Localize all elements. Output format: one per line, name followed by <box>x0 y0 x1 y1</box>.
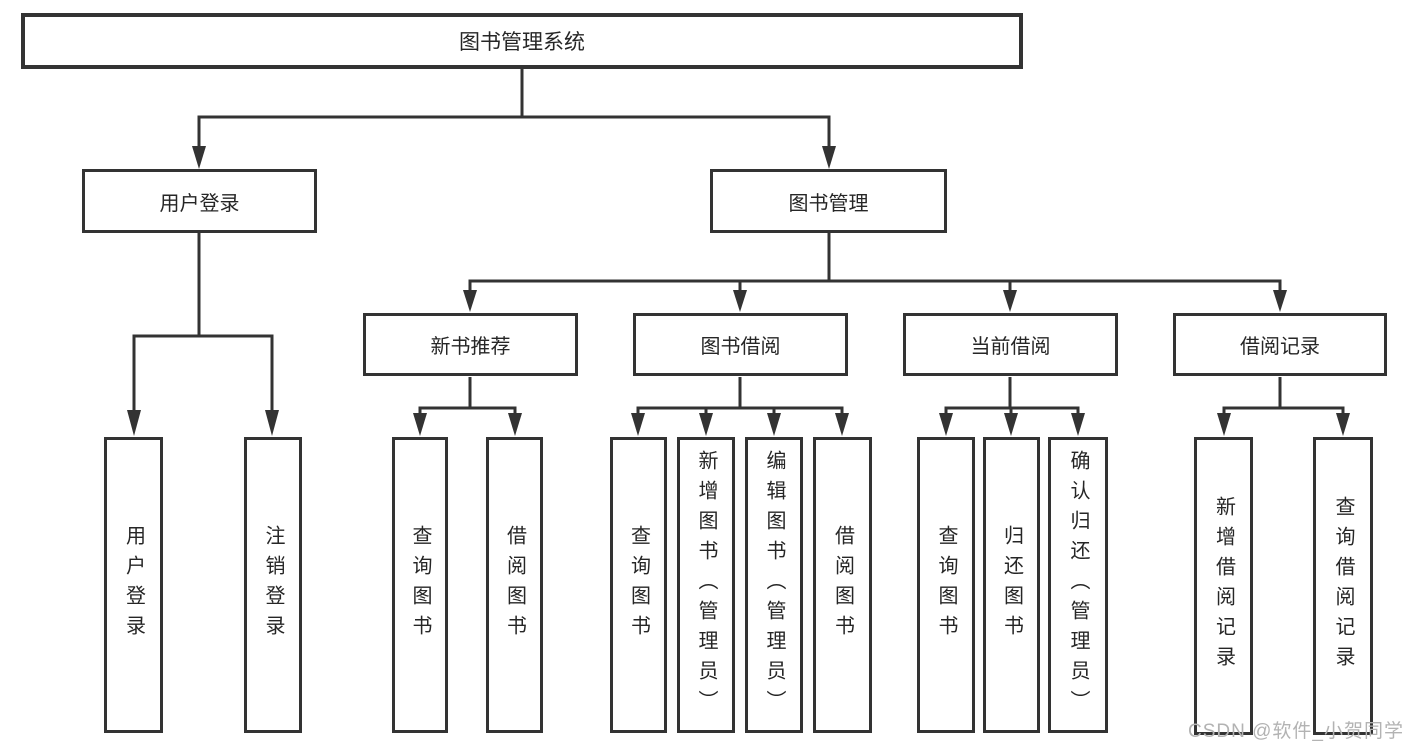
leaf-query-books-1: 查询图书 <box>392 437 448 733</box>
leaf-query-books-3: 查询图书 <box>917 437 975 733</box>
leaf-confirm-return-admin-label: 确认归还（管理员） <box>1067 450 1089 720</box>
node-borrowing-records: 借阅记录 <box>1173 313 1387 376</box>
leaf-add-borrow-record: 新增借阅记录 <box>1194 437 1253 735</box>
leaf-borrow-books-1-label: 借阅图书 <box>503 525 526 645</box>
node-book-borrowing: 图书借阅 <box>633 313 848 376</box>
leaf-logout: 注销登录 <box>244 437 302 733</box>
node-library-system: 图书管理系统 <box>21 13 1023 69</box>
leaf-logout-label: 注销登录 <box>262 525 284 645</box>
leaf-query-books-2-label: 查询图书 <box>627 525 650 645</box>
arrowheads <box>127 146 1350 436</box>
leaf-query-books-2: 查询图书 <box>610 437 667 733</box>
node-user-login-label: 用户登录 <box>159 192 240 215</box>
leaf-edit-books-admin-label: 编辑图书（管理员） <box>763 450 785 720</box>
node-book-borrowing-label: 图书借阅 <box>700 336 781 358</box>
leaf-query-books-1-label: 查询图书 <box>409 525 431 645</box>
leaf-add-books-admin-label: 新增图书（管理员） <box>695 450 717 720</box>
leaf-borrow-books-1: 借阅图书 <box>486 437 543 733</box>
node-book-management-label: 图书管理 <box>788 192 869 215</box>
leaf-add-borrow-record-label: 新增借阅记录 <box>1212 496 1235 676</box>
node-book-management: 图书管理 <box>710 169 947 233</box>
leaf-return-books: 归还图书 <box>983 437 1040 733</box>
leaf-query-borrow-record: 查询借阅记录 <box>1313 437 1373 735</box>
node-borrowing-records-label: 借阅记录 <box>1240 336 1320 358</box>
leaf-query-borrow-record-label: 查询借阅记录 <box>1332 496 1354 676</box>
leaf-confirm-return-admin: 确认归还（管理员） <box>1048 437 1108 733</box>
leaf-edit-books-admin: 编辑图书（管理员） <box>745 437 803 733</box>
leaf-user-login-label: 用户登录 <box>122 525 145 645</box>
leaf-return-books-label: 归还图书 <box>1000 525 1023 645</box>
leaf-borrow-books-2-label: 借阅图书 <box>831 525 854 645</box>
leaf-borrow-books-2: 借阅图书 <box>813 437 872 733</box>
node-new-book-recommend-label: 新书推荐 <box>430 336 511 358</box>
node-user-login: 用户登录 <box>82 169 317 233</box>
node-current-borrowing: 当前借阅 <box>903 313 1118 376</box>
node-current-borrowing-label: 当前借阅 <box>970 336 1051 358</box>
leaf-add-books-admin: 新增图书（管理员） <box>677 437 735 733</box>
node-library-system-label: 图书管理系统 <box>459 31 585 54</box>
csdn-watermark: CSDN @软件_小贺同学 <box>1188 721 1404 742</box>
leaf-user-login: 用户登录 <box>104 437 163 733</box>
node-new-book-recommend: 新书推荐 <box>363 313 578 376</box>
leaf-query-books-3-label: 查询图书 <box>935 525 957 645</box>
